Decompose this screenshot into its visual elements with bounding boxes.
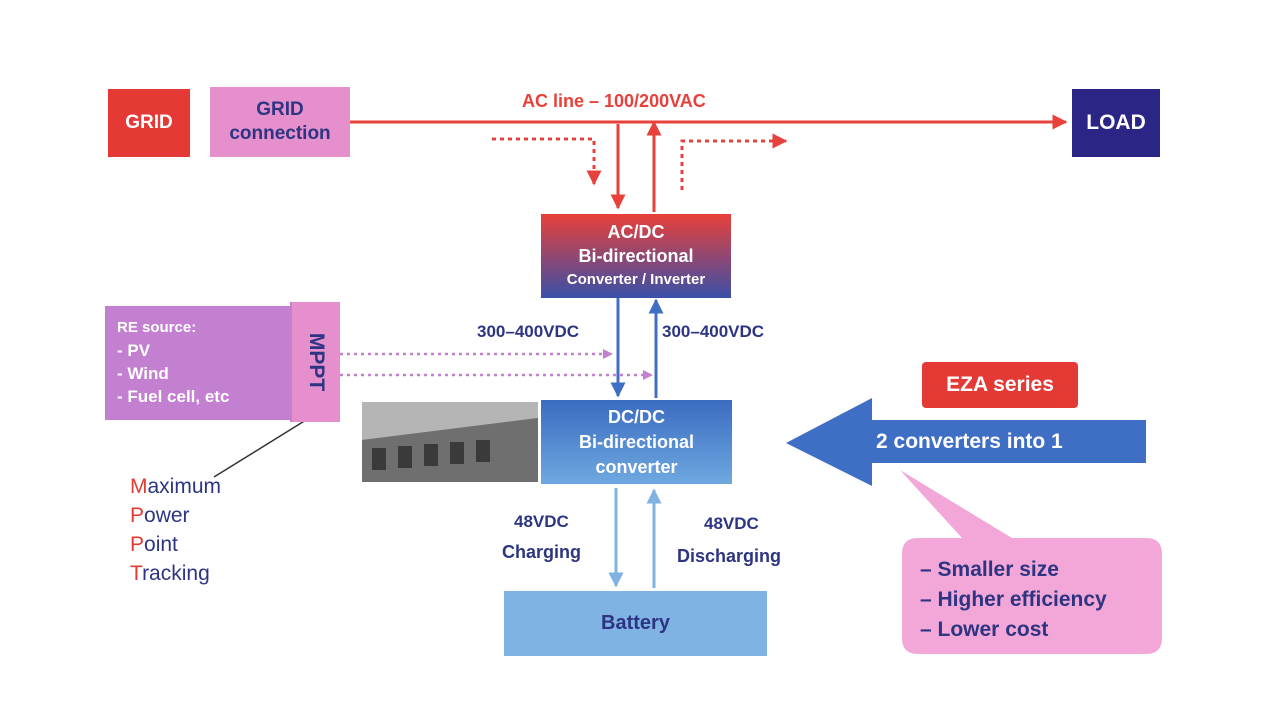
benefits-bubble	[900, 470, 1162, 654]
dotted-flow-out	[680, 133, 788, 190]
mppt-pointer-line	[213, 419, 307, 478]
mppt-word-tracking: Tracking	[130, 562, 210, 585]
ac-line-label: AC line – 100/200VAC	[522, 91, 706, 111]
re-source-box: RE source: - PV - Wind - Fuel cell, etc	[105, 306, 300, 420]
dcdc-line2: Bi-directional	[578, 431, 694, 452]
big-blue-arrow	[786, 398, 1146, 486]
re-source-item-pv: - PV	[117, 341, 151, 360]
mppt-label: MPPT	[305, 332, 328, 392]
grid-connection-box: GRID connection	[210, 87, 350, 157]
battery-label: Battery	[601, 612, 670, 634]
grid-connection-line2: connection	[229, 123, 331, 144]
benefits-list: – Smaller size – Higher efficiency – Low…	[920, 555, 1107, 645]
dcdc-line3: converter	[595, 456, 678, 477]
benefit-lower-cost: – Lower cost	[920, 618, 1049, 641]
mppt-expansion: Maximum Power Point Tracking	[130, 472, 221, 588]
benefit-higher-efficiency: – Higher efficiency	[920, 588, 1107, 611]
load-label: LOAD	[1086, 111, 1146, 134]
grid-label: GRID	[125, 112, 173, 133]
charge-voltage-label: 48VDC	[514, 512, 569, 531]
acdc-line3: Converter / Inverter	[566, 271, 706, 288]
charging-label: Charging	[502, 542, 581, 562]
dcdc-converter-box: DC/DC Bi-directional converter	[541, 400, 732, 484]
grid-box: GRID	[108, 89, 190, 157]
grid-connection-line1: GRID	[256, 99, 304, 120]
product-photo	[362, 402, 538, 482]
mppt-word-maximum: Maximum	[130, 475, 222, 498]
battery-box: Battery	[504, 591, 767, 656]
dotted-flow-in	[492, 137, 602, 186]
re-source-title: RE source:	[117, 319, 197, 336]
mppt-word-power: Power	[130, 504, 190, 527]
eza-series-label: EZA series	[946, 373, 1054, 396]
big-arrow-label: 2 converters into 1	[876, 430, 1063, 453]
discharge-voltage-label: 48VDC	[704, 514, 759, 533]
mppt-box: MPPT	[290, 302, 340, 422]
mppt-word-point: Point	[130, 533, 178, 556]
acdc-line1: AC/DC	[607, 222, 665, 242]
dcdc-line1: DC/DC	[608, 406, 665, 427]
bus-label-right: 300–400VDC	[662, 322, 765, 341]
bus-label-left: 300–400VDC	[477, 322, 580, 341]
load-box: LOAD	[1072, 89, 1160, 157]
benefit-smaller-size: – Smaller size	[920, 558, 1059, 581]
eza-series-badge: EZA series	[922, 362, 1078, 408]
acdc-converter-box: AC/DC Bi-directional Converter / Inverte…	[541, 214, 731, 298]
re-source-item-wind: - Wind	[117, 364, 169, 383]
re-source-item-fuel-cell: - Fuel cell, etc	[117, 387, 230, 406]
discharging-label: Discharging	[677, 546, 782, 566]
acdc-line2: Bi-directional	[578, 246, 694, 266]
